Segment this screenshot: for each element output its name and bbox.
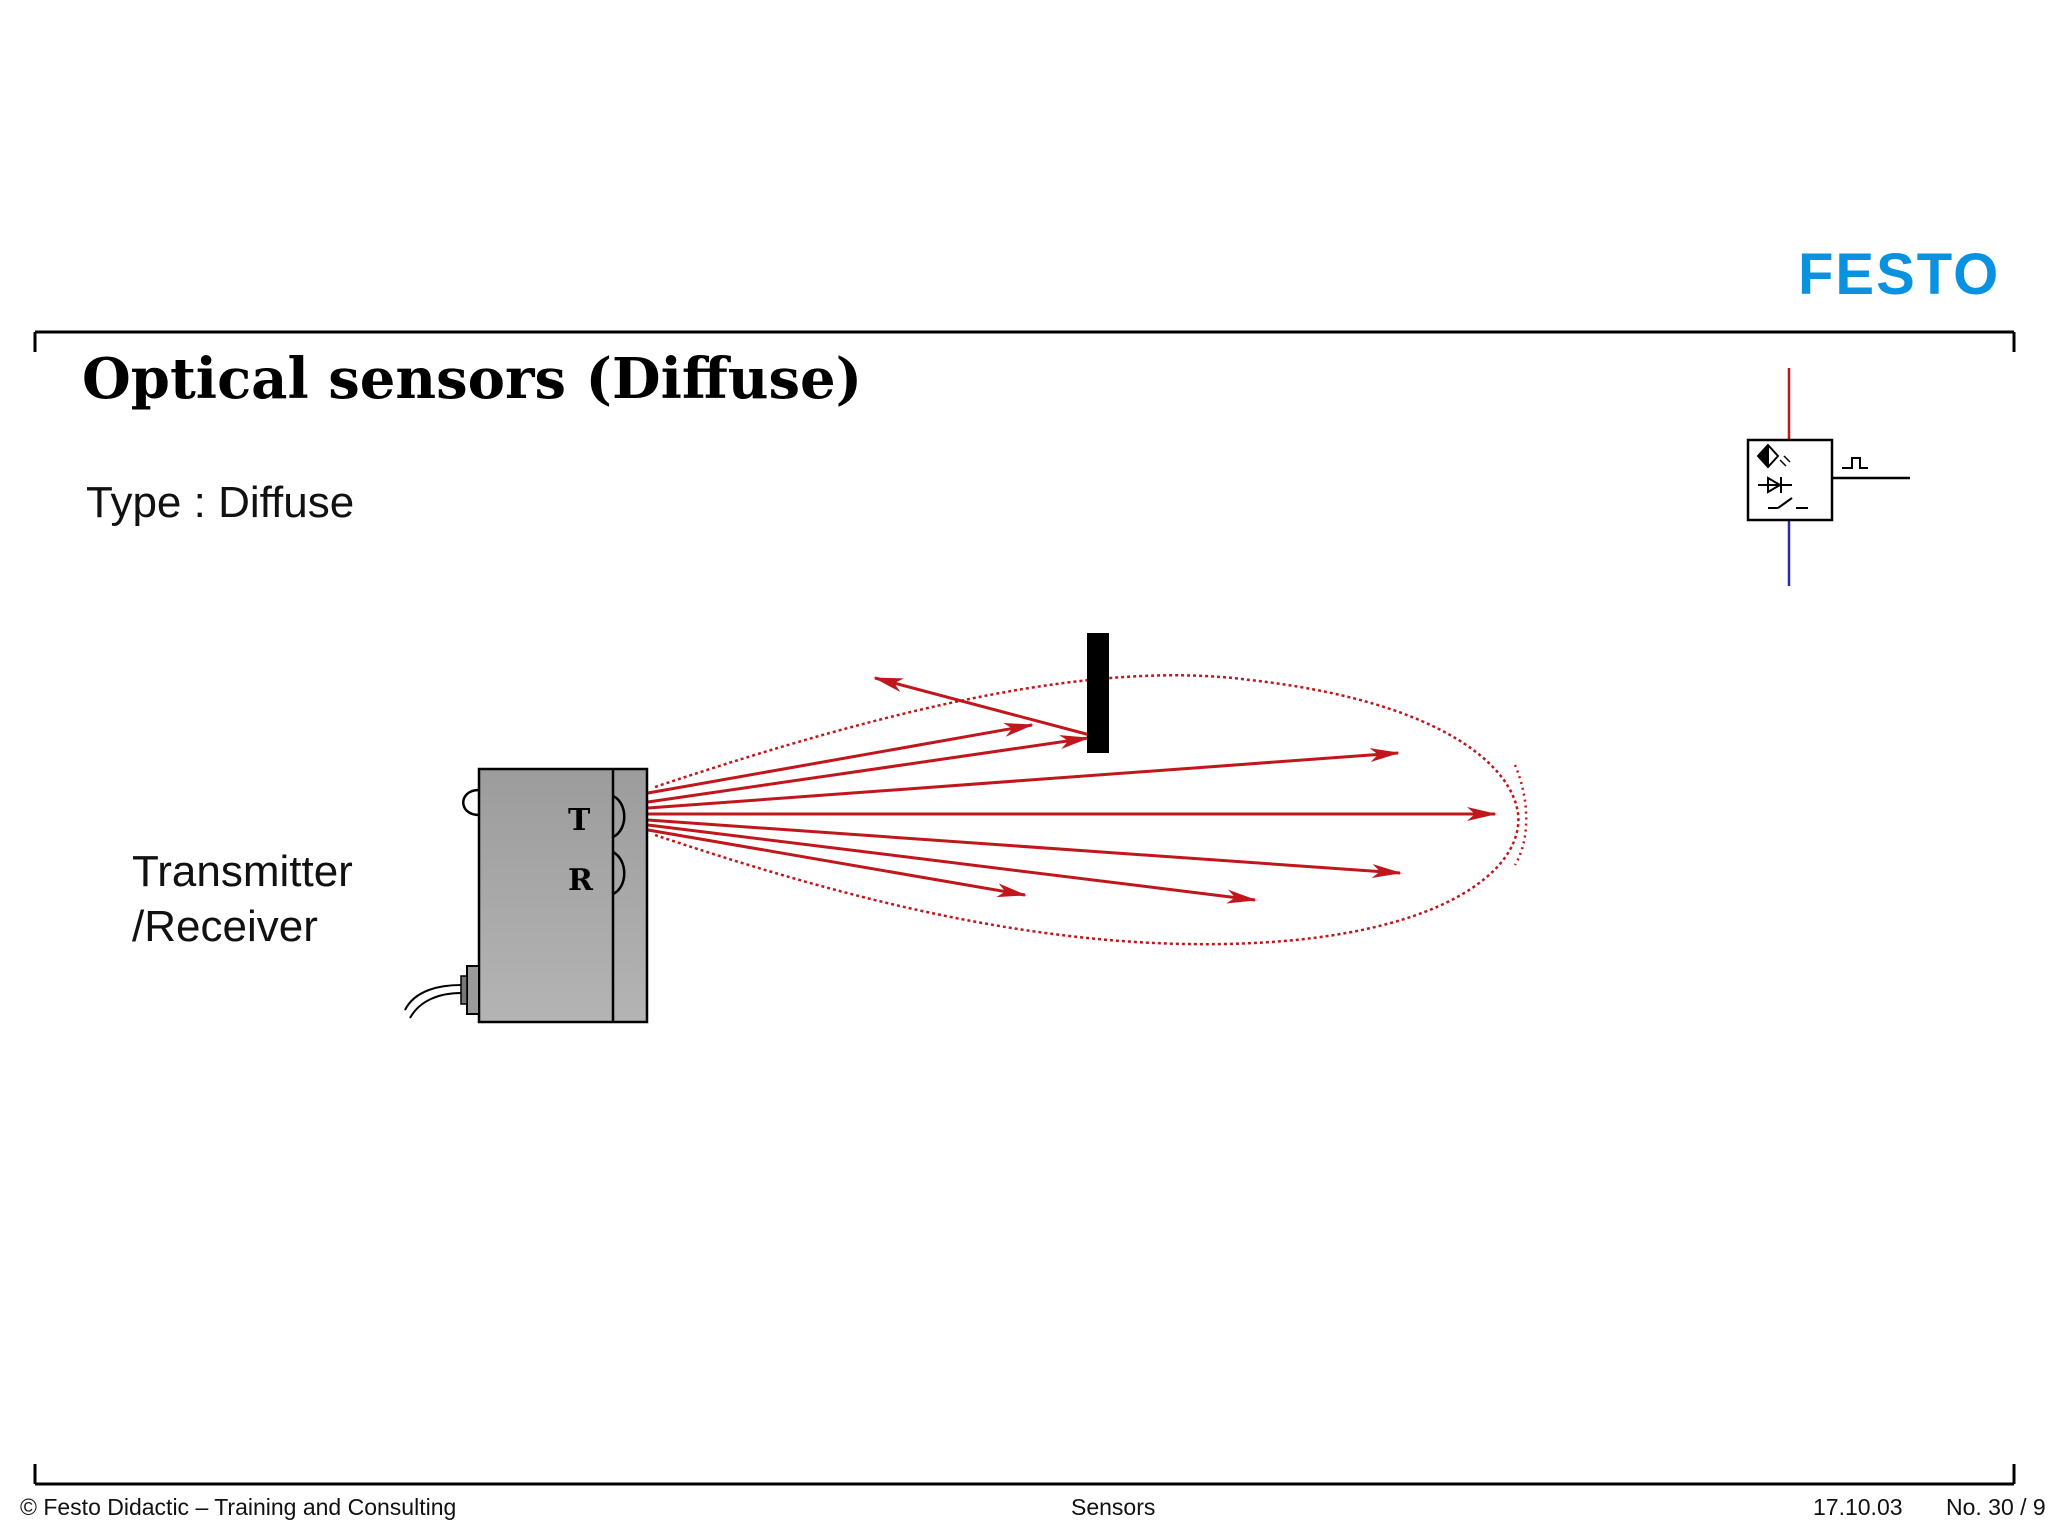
- diode-icon: [1758, 455, 1792, 494]
- receiver-letter: R: [568, 863, 594, 898]
- footer-copyright: © Festo Didactic – Training and Consulti…: [20, 1494, 457, 1520]
- footer-page-number: No. 30 / 9: [1946, 1494, 2046, 1520]
- beam-down-1: [647, 818, 1402, 879]
- device-label-line2: /Receiver: [132, 902, 318, 951]
- sensor-type-label: Type : Diffuse: [86, 478, 355, 527]
- switch-icon: [1768, 497, 1808, 509]
- device-label: Transmitter /Receiver: [132, 844, 353, 954]
- beam-up-2: [647, 735, 1090, 804]
- detection-zone-outline: [654, 674, 1520, 946]
- beam-up-3: [647, 748, 1400, 810]
- bottom-frame-line: [33, 1464, 2016, 1486]
- target-object: [1087, 633, 1109, 753]
- reflected-beam: [873, 676, 1091, 737]
- festo-logo: FESTO: [1798, 242, 2001, 307]
- device-label-line1: Transmitter: [132, 847, 353, 896]
- beam-down-3: [647, 828, 1027, 898]
- footer-topic: Sensors: [1071, 1494, 1156, 1520]
- beam-up-1: [647, 722, 1034, 795]
- top-frame-line: [33, 330, 2016, 352]
- light-beams: [647, 676, 1497, 904]
- transmitter-letter: T: [568, 803, 591, 838]
- diamond-sensor-icon: [1756, 443, 1780, 469]
- beam-down-2: [647, 823, 1257, 904]
- pulse-output-icon: [1842, 457, 1868, 469]
- detection-zone-edge: [1513, 764, 1528, 866]
- sensor-device: [404, 767, 649, 1024]
- diffuse-sensor-symbol: [1746, 368, 1910, 586]
- slide-title: Optical sensors (Diffuse): [82, 346, 863, 412]
- footer-date: 17.10.03: [1813, 1494, 1903, 1520]
